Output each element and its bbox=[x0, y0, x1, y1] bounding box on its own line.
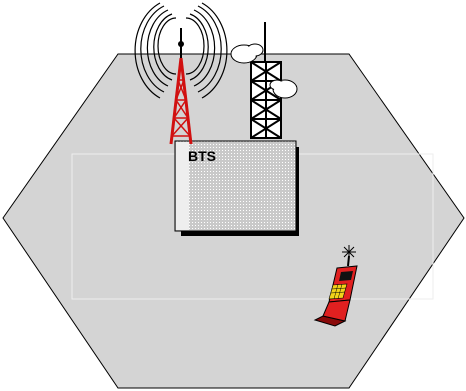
bts-label: BTS bbox=[188, 148, 216, 164]
bts-box: BTS bbox=[175, 141, 299, 236]
